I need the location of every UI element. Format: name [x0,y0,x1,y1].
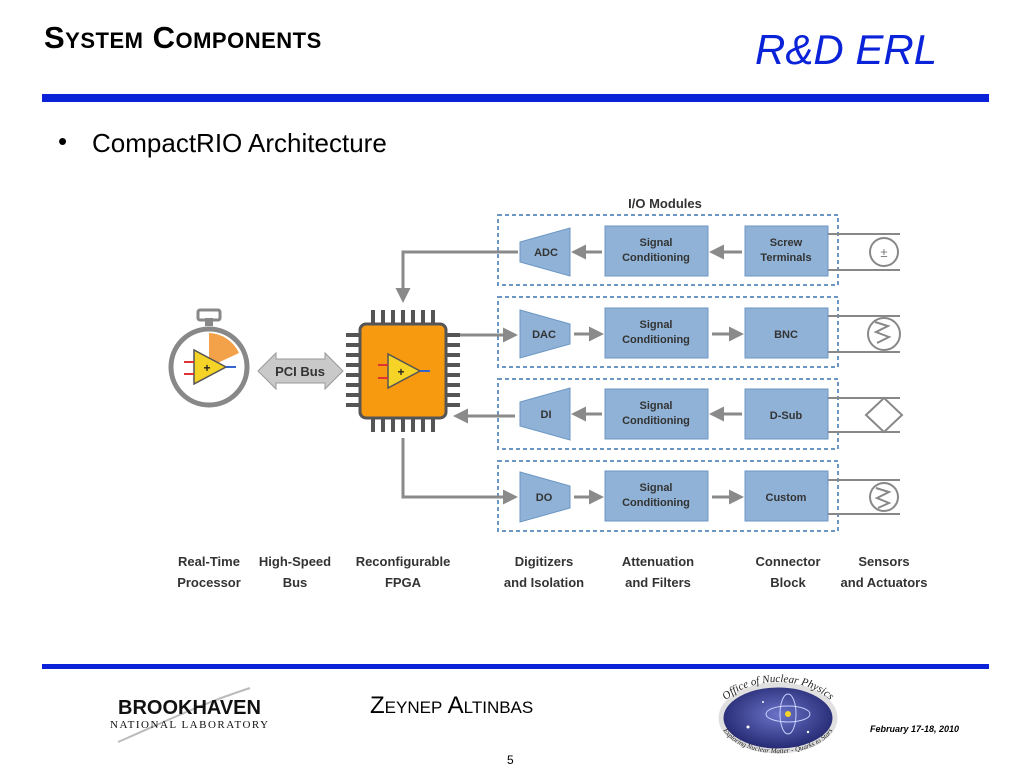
connector-label-4: Custom [766,492,807,504]
di-module-shape [519,387,571,441]
page-number: 5 [507,753,514,767]
voltage-source-icon: ± [880,245,887,260]
dac-module-shape [519,309,571,359]
brookhaven-logo: BROOKHAVEN NATIONAL LABORATORY [110,687,270,743]
bnl-logo-line1: BROOKHAVEN [118,697,261,719]
caption-bus-a: High-Speed [259,554,331,569]
presentation-date: February 17-18, 2010 [870,724,960,734]
io-modules-label: I/O Modules [628,196,702,211]
caption-connector-a: Connector [756,554,821,569]
caption-attenuation-a: Attenuation [622,554,694,569]
brand-title: R&D ERL [755,26,938,73]
stopwatch-icon [168,308,250,408]
adc-module-label: ADC [534,247,558,259]
io-group-row-1 [497,214,839,286]
signal-conditioning-label-3a: Signal [639,400,672,412]
header-rule [42,94,989,102]
slide-title: System Components [44,20,322,55]
presenter-name: Zeynep Altinbas [370,692,534,719]
caption-realtime-b: Processor [177,575,241,590]
caption-digitizers-b: and Isolation [504,575,584,590]
di-module-label: DI [541,409,552,421]
signal-conditioning-label-1b: Conditioning [622,252,690,264]
signal-conditioning-label-1a: Signal [639,237,672,249]
connector-box-1 [744,225,829,277]
dac-module-label: DAC [532,329,556,341]
pci-bus-label: PCI Bus [275,364,325,379]
signal-conditioning-label-4b: Conditioning [622,497,690,509]
footer-rule [42,664,989,669]
connector-label-1b: Terminals [760,252,811,264]
caption-sensors-b: and Actuators [841,575,928,590]
signal-conditioning-box-3 [604,388,709,440]
compactrio-diagram: I/O Modules ADC Signal Conditioning Scre… [168,196,928,590]
bullet-marker: • [58,126,68,156]
do-module-shape [519,471,571,523]
plus-sign: + [203,361,210,375]
connector-label-3: D-Sub [770,410,803,422]
caption-realtime-a: Real-Time [178,554,240,569]
connector-box-2 [744,307,829,359]
adc-module-shape [519,227,571,277]
caption-sensors-a: Sensors [858,554,909,569]
signal-conditioning-box-2 [604,307,709,359]
io-group-row-3 [497,378,839,450]
signal-conditioning-label-3b: Conditioning [622,415,690,427]
connector-label-2: BNC [774,329,798,341]
caption-connector-b: Block [770,575,806,590]
fpga-chip-icon [346,310,460,432]
sensor-symbols [828,233,904,515]
io-group-row-2 [497,296,839,368]
bullet-text: CompactRIO Architecture [92,128,387,158]
caption-bus-b: Bus [283,575,308,590]
signal-conditioning-label-4a: Signal [639,482,672,494]
fpga-in-line-adc [395,250,518,303]
caption-fpga-a: Reconfigurable [356,554,451,569]
connector-box-3 [744,388,829,440]
bnl-logo-line2: NATIONAL LABORATORY [110,719,270,731]
signal-conditioning-box-1 [604,225,709,277]
signal-conditioning-box-4 [604,470,709,522]
caption-fpga-b: FPGA [385,575,422,590]
signal-conditioning-label-2a: Signal [639,319,672,331]
signal-conditioning-label-2b: Conditioning [622,334,690,346]
fpga-out-line-do [401,438,518,505]
caption-digitizers-a: Digitizers [515,554,574,569]
pci-bus-arrow [257,351,344,391]
fpga-plus-sign: + [397,365,404,379]
office-nuclear-physics-logo: Office of Nuclear Physics Exploring Nucl… [718,673,838,755]
caption-attenuation-b: and Filters [625,575,691,590]
connector-label-1a: Screw [770,237,803,249]
do-module-label: DO [536,492,553,504]
connector-box-4 [744,470,829,522]
